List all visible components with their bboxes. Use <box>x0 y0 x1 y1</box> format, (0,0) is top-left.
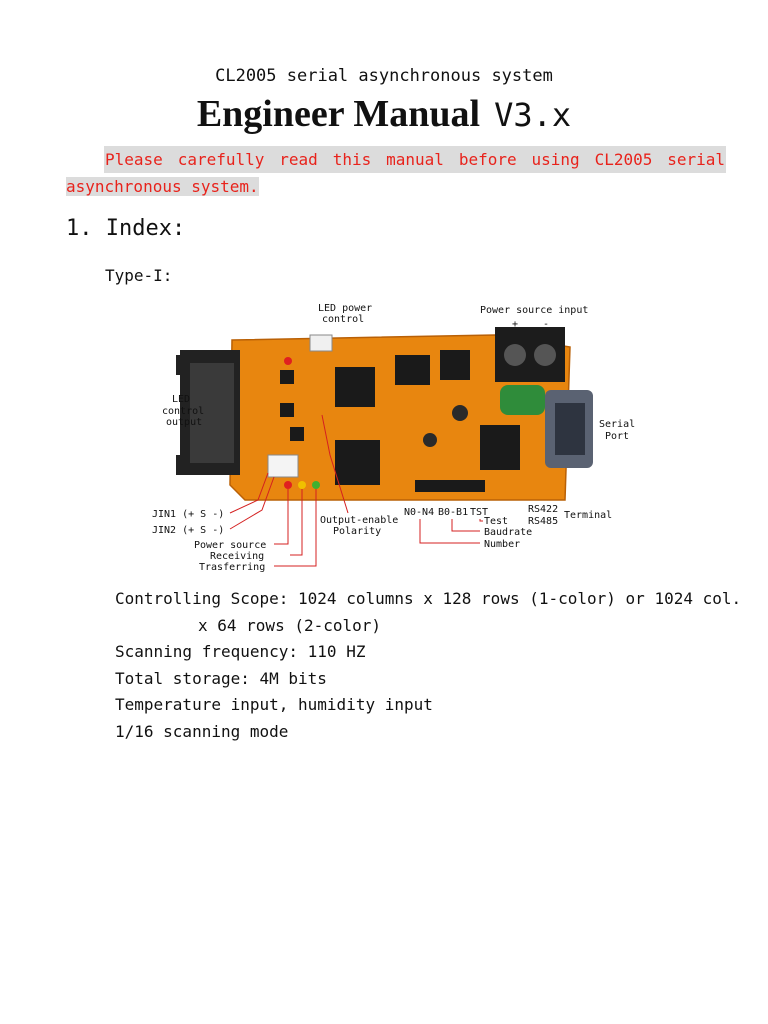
label-receiving: Receiving <box>210 551 264 562</box>
spec-controlling-scope-cont: x 64 rows (2-color) <box>198 615 382 635</box>
warning-word: using <box>530 146 581 173</box>
warning-line-2: asynchronous system. <box>66 177 259 196</box>
label-trasferring: Trasferring <box>199 562 265 573</box>
label-output: output <box>166 417 202 428</box>
label-rs422: RS422 <box>528 504 558 515</box>
warning-word: serial <box>666 146 727 173</box>
title-text: Engineer Manual <box>196 93 481 135</box>
warning-line-1: Please carefully read this manual before using… <box>66 146 727 173</box>
version-label: V3.x <box>494 96 572 134</box>
callout-lines <box>229 414 483 567</box>
label-led: LED <box>172 394 190 405</box>
controller-board-figure: LED power control Power source input + -… <box>152 303 635 573</box>
battery <box>500 385 545 415</box>
label-port: Port <box>605 431 629 442</box>
label-power-source-input: Power source input <box>480 305 588 316</box>
label-test: Test <box>484 516 508 527</box>
warning-word: carefully <box>176 146 266 173</box>
label-terminal: Terminal <box>564 510 612 521</box>
specifications-list: Controlling Scope: 1024 columns x 128 ro… <box>115 586 741 745</box>
label-plus: + <box>512 319 518 330</box>
label-baudrate: Baudrate <box>484 527 532 538</box>
main-chip <box>335 367 375 407</box>
warning-notice: Please carefully read this manual before using… <box>66 146 727 200</box>
label-led-power: LED power <box>318 303 372 314</box>
spec-scanning-frequency: Scanning frequency: 110 HZ <box>115 642 366 661</box>
label-output-enable: Output-enable <box>320 515 398 526</box>
power-led <box>284 481 292 489</box>
document-subtitle: CL2005 serial asynchronous system <box>215 66 553 86</box>
type-label: Type-I: <box>105 266 173 285</box>
label-led-power-control: control <box>322 314 364 325</box>
label-tst: TST <box>470 507 488 518</box>
warning-word: manual <box>385 146 445 173</box>
processor-chip <box>440 350 470 380</box>
document-title: Engineer Manual V3.x <box>0 92 768 136</box>
section-heading: 1. Index: <box>66 216 186 241</box>
label-minus: - <box>543 319 549 330</box>
spec-inputs: Temperature input, humidity input <box>115 695 433 714</box>
label-serial: Serial <box>599 419 635 430</box>
label-polarity: Polarity <box>333 526 381 537</box>
warning-word: this <box>331 146 373 173</box>
spec-scanning-mode: 1/16 scanning mode <box>115 721 289 741</box>
spec-controlling-scope: Controlling Scope: 1024 columns x 128 ro… <box>115 589 742 608</box>
spec-total-storage: Total storage: 4M bits <box>115 668 327 688</box>
label-n0-n4: N0-N4 <box>404 507 434 518</box>
transferring-led <box>312 481 320 489</box>
label-rs485: RS485 <box>528 516 558 527</box>
label-power-source: Power source <box>194 540 266 551</box>
label-jin2: JIN2 (+ S -) <box>152 525 224 536</box>
warning-word: Please <box>104 146 164 173</box>
warning-word: read <box>278 146 319 173</box>
secondary-chip <box>335 440 380 485</box>
label-jin1: JIN1 (+ S -) <box>152 509 224 520</box>
label-b0-b1: B0-B1 <box>438 507 468 518</box>
memory-chip <box>395 355 430 385</box>
label-control: control <box>162 406 204 417</box>
warning-word: CL2005 <box>593 146 654 173</box>
label-number: Number <box>484 539 520 550</box>
warning-word: before <box>457 146 518 173</box>
receiving-led <box>298 481 306 489</box>
